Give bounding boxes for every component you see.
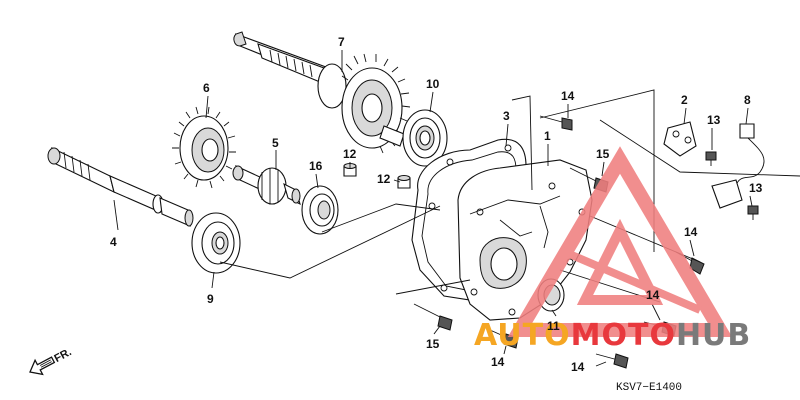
callout-14-right-mid: 14 (684, 225, 698, 239)
callout-16: 16 (309, 159, 323, 173)
part-8-sensor (711, 123, 765, 209)
watermark-word-hub: HUB (676, 318, 751, 353)
callout-15-right: 15 (596, 147, 610, 161)
arrow-icon (29, 356, 56, 376)
callout-7: 7 (338, 35, 345, 49)
watermark-word-auto: AUTO (474, 318, 571, 353)
part-2-bracket (663, 121, 697, 157)
bolt-15-left (413, 303, 453, 331)
callout-14-bottom: 14 (571, 360, 585, 374)
callout-14-top: 14 (561, 89, 575, 103)
callout-14-right-low: 14 (646, 288, 660, 302)
callout-13-upper: 13 (707, 113, 721, 127)
callout-12-lower: 12 (377, 172, 391, 186)
callout-14-bottom-left: 14 (491, 355, 505, 369)
part-10-bearing (402, 109, 448, 167)
callout-9: 9 (207, 292, 214, 306)
watermark-triangle (507, 146, 733, 337)
callout-2: 2 (681, 93, 688, 107)
part-7-countershaft (233, 31, 411, 154)
callout-12-upper: 12 (343, 147, 357, 161)
part-6-gear (172, 106, 236, 189)
part-13-bolts (705, 151, 759, 220)
callout-4: 4 (110, 235, 117, 249)
callout-1: 1 (544, 129, 551, 143)
callout-13-lower: 13 (749, 181, 763, 195)
callout-11: 11 (547, 319, 560, 333)
part-16-bearing (301, 185, 339, 235)
direction-label: FR. (52, 346, 73, 365)
watermark-word-moto: MOTO (571, 318, 676, 353)
callout-3: 3 (503, 109, 510, 123)
part-1-cover (457, 159, 593, 321)
watermark-text: AUTOMOTOHUB (474, 318, 751, 353)
watermark-triangle-outer (507, 146, 733, 337)
bolt-14-bottom (595, 353, 629, 369)
callout-6: 6 (203, 81, 210, 95)
front-direction-arrow: FR. (29, 346, 74, 376)
watermark-stripe (558, 246, 702, 314)
part-4-final-shaft (47, 146, 194, 227)
drawing-code: KSV7−E1400 (616, 382, 682, 394)
part-9-bearing (191, 212, 241, 274)
callout-15-left: 15 (426, 337, 440, 351)
callout-5: 5 (272, 136, 279, 150)
callout-8: 8 (744, 93, 751, 107)
callout-10: 10 (426, 77, 440, 91)
bolt-14-top (539, 115, 573, 131)
part-5-gear-shaft (232, 164, 301, 206)
leader-lines (113, 50, 800, 367)
